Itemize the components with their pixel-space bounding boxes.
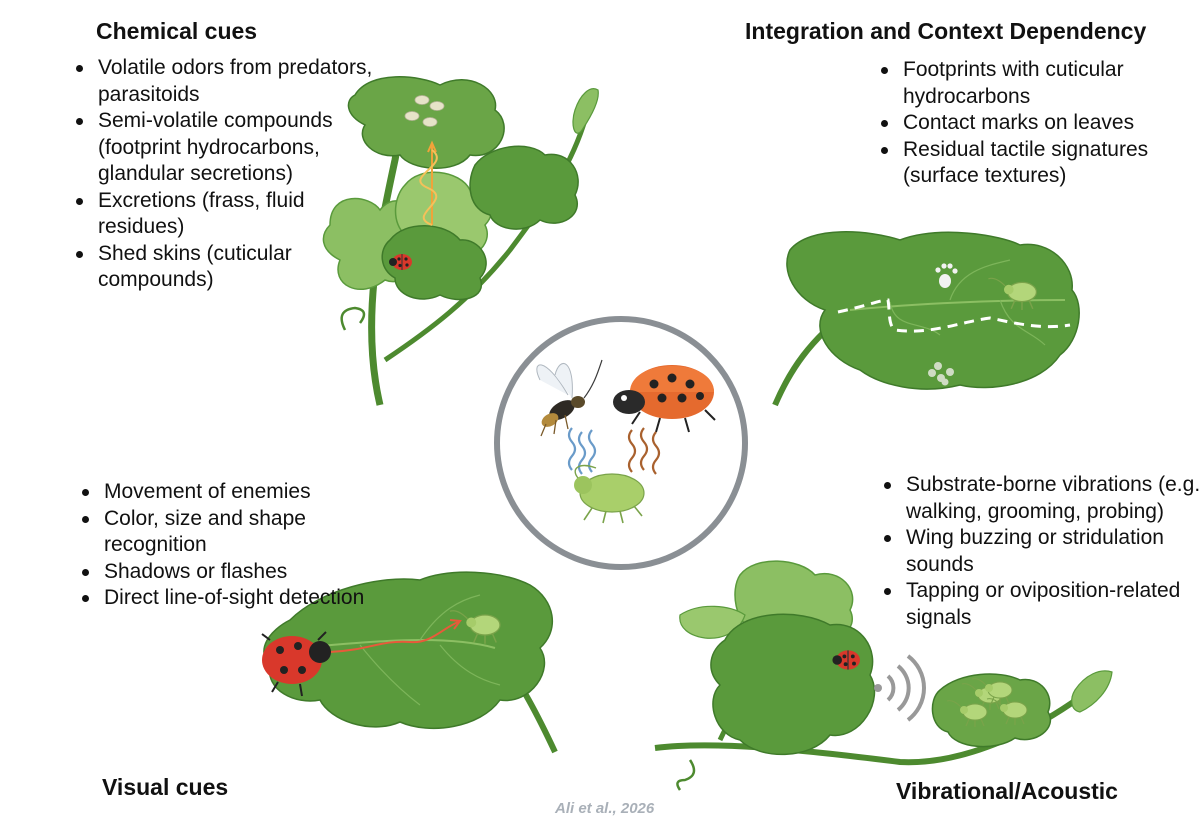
list-item: Color, size and shape recognition xyxy=(82,506,404,559)
chemical-cues-list: Volatile odors from predators, parasitoi… xyxy=(72,55,388,294)
visual-cues-illustration xyxy=(261,571,558,754)
scent-waves-icon xyxy=(567,427,661,475)
list-item: Substrate-borne vibrations (e.g., walkin… xyxy=(884,472,1200,525)
list-item: Semi-volatile compounds (footprint hydro… xyxy=(76,108,388,188)
vibrational-title: Vibrational/Acoustic xyxy=(896,778,1118,804)
vibration-waves-icon xyxy=(874,654,926,722)
list-item: Direct line-of-sight detection xyxy=(82,585,404,612)
quadrant-dividers xyxy=(50,5,1150,780)
integration-title: Integration and Context Dependency xyxy=(745,18,1147,44)
ladybug-icon xyxy=(613,365,716,433)
visual-cues-list: Movement of enemies Color, size and shap… xyxy=(78,479,404,612)
visual-cues-title: Visual cues xyxy=(102,774,229,800)
parasitoid-wasp-icon xyxy=(536,359,603,437)
list-item: Shed skins (cuticular compounds) xyxy=(76,241,388,294)
list-item: Movement of enemies xyxy=(82,479,404,506)
list-item: Excretions (frass, fluid residues) xyxy=(76,188,388,241)
aphid-icon xyxy=(574,464,645,524)
vibrational-list: Substrate-borne vibrations (e.g., walkin… xyxy=(880,472,1200,631)
list-item: Contact marks on leaves xyxy=(881,110,1193,137)
chemical-cues-illustration xyxy=(322,76,599,406)
vibrational-illustration xyxy=(654,560,1113,791)
list-item: Wing buzzing or stridulation sounds xyxy=(884,525,1200,578)
list-item: Tapping or oviposition-related signals xyxy=(884,578,1200,631)
citation: Ali et al., 2026 xyxy=(555,800,655,817)
integration-list: Footprints with cuticular hydrocarbons C… xyxy=(877,57,1193,190)
chemical-cues-title: Chemical cues xyxy=(96,18,258,44)
list-item: Volatile odors from predators, parasitoi… xyxy=(76,55,388,108)
integration-illustration xyxy=(772,231,1080,407)
central-interaction-circle xyxy=(494,316,748,570)
list-item: Residual tactile signatures (surface tex… xyxy=(881,137,1193,190)
list-item: Footprints with cuticular hydrocarbons xyxy=(881,57,1193,110)
list-item: Shadows or flashes xyxy=(82,559,404,586)
